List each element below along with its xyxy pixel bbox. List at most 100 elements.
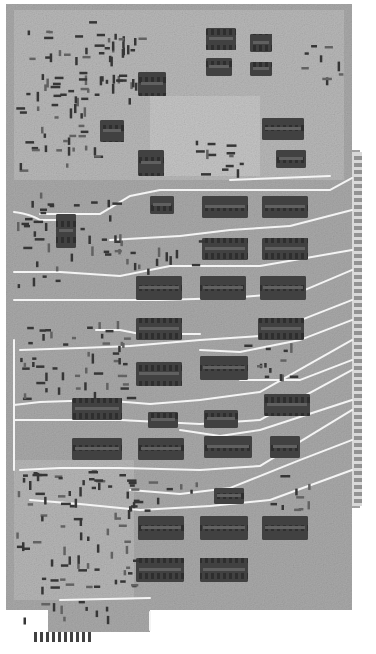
passive-component — [119, 74, 128, 77]
ic-chip — [262, 238, 308, 260]
passive-component — [44, 84, 47, 91]
passive-component — [80, 87, 89, 91]
passive-component — [96, 33, 105, 37]
passive-component — [270, 502, 277, 506]
passive-component — [129, 506, 132, 512]
passive-component — [311, 45, 317, 48]
passive-component — [226, 152, 236, 155]
passive-component — [52, 82, 61, 86]
connector-finger — [354, 331, 362, 335]
passive-component — [225, 164, 234, 168]
passive-component — [19, 163, 23, 171]
connector-finger — [354, 464, 362, 468]
passive-component — [17, 491, 21, 498]
passive-component — [94, 155, 101, 158]
passive-component — [60, 578, 66, 581]
passive-component — [113, 359, 120, 363]
passive-component — [156, 497, 160, 505]
passive-component — [166, 487, 173, 491]
passive-component — [75, 35, 84, 38]
passive-component — [77, 555, 80, 564]
passive-component — [93, 372, 104, 375]
passive-component — [40, 514, 48, 517]
passive-component — [29, 481, 32, 490]
header-pin — [82, 632, 85, 642]
passive-component — [64, 53, 71, 56]
ic-chip — [204, 410, 238, 428]
passive-component — [94, 585, 101, 588]
connector-finger — [354, 366, 362, 370]
passive-component — [119, 234, 122, 242]
passive-component — [39, 329, 46, 332]
passive-component — [74, 104, 77, 114]
passive-component — [296, 496, 305, 499]
passive-component — [36, 261, 39, 268]
passive-component — [80, 130, 89, 134]
passive-component — [89, 478, 95, 481]
passive-component — [50, 586, 60, 589]
passive-component — [81, 97, 89, 101]
edge-connector — [352, 152, 362, 506]
passive-component — [239, 162, 244, 166]
passive-component — [78, 124, 85, 128]
connector-finger — [354, 450, 362, 454]
passive-component — [114, 579, 118, 585]
connector-finger — [354, 387, 362, 391]
passive-component — [44, 222, 48, 231]
passive-component — [22, 542, 25, 552]
header-pin — [52, 632, 55, 642]
passive-component — [127, 45, 130, 55]
passive-component — [195, 482, 198, 488]
passive-component — [105, 329, 114, 333]
passive-component — [298, 508, 304, 511]
passive-component — [123, 337, 131, 340]
passive-component — [301, 67, 309, 70]
passive-component — [280, 475, 291, 478]
passive-component — [338, 73, 344, 76]
passive-component — [114, 512, 117, 520]
passive-component — [132, 79, 135, 88]
connector-finger — [354, 261, 362, 265]
passive-component — [324, 46, 333, 49]
passive-component — [98, 322, 101, 329]
passive-component — [165, 252, 168, 262]
passive-component — [47, 243, 51, 253]
passive-component — [101, 238, 107, 241]
passive-component — [41, 603, 51, 606]
passive-component — [129, 484, 135, 487]
connector-finger — [354, 226, 362, 230]
connector-finger — [354, 289, 362, 293]
connector-finger — [354, 296, 362, 300]
passive-component — [98, 52, 105, 55]
ic-chip — [138, 516, 184, 540]
ic-chip — [72, 398, 122, 420]
connector-finger — [354, 338, 362, 342]
passive-component — [96, 544, 100, 553]
passive-component — [122, 41, 125, 48]
passive-component — [65, 583, 75, 586]
passive-component — [23, 246, 33, 250]
passive-component — [123, 362, 128, 366]
passive-component — [94, 568, 100, 571]
passive-component — [23, 393, 27, 399]
passive-component — [133, 559, 139, 562]
passive-component — [51, 103, 59, 107]
passive-component — [195, 140, 199, 146]
passive-component — [49, 204, 55, 208]
passive-component — [126, 566, 131, 569]
passive-component — [105, 253, 112, 256]
passive-component — [82, 55, 91, 59]
connector-finger — [354, 254, 362, 258]
ic-chip — [262, 516, 308, 540]
passive-component — [25, 217, 33, 221]
connector-finger — [354, 478, 362, 482]
ic-chip — [200, 356, 248, 380]
ic-chip — [200, 276, 246, 300]
passive-component — [112, 202, 122, 205]
passive-component — [23, 617, 26, 625]
passive-component — [283, 349, 288, 353]
passive-component — [94, 93, 100, 96]
passive-component — [106, 382, 109, 390]
passive-component — [45, 388, 48, 393]
passive-component — [41, 516, 44, 522]
